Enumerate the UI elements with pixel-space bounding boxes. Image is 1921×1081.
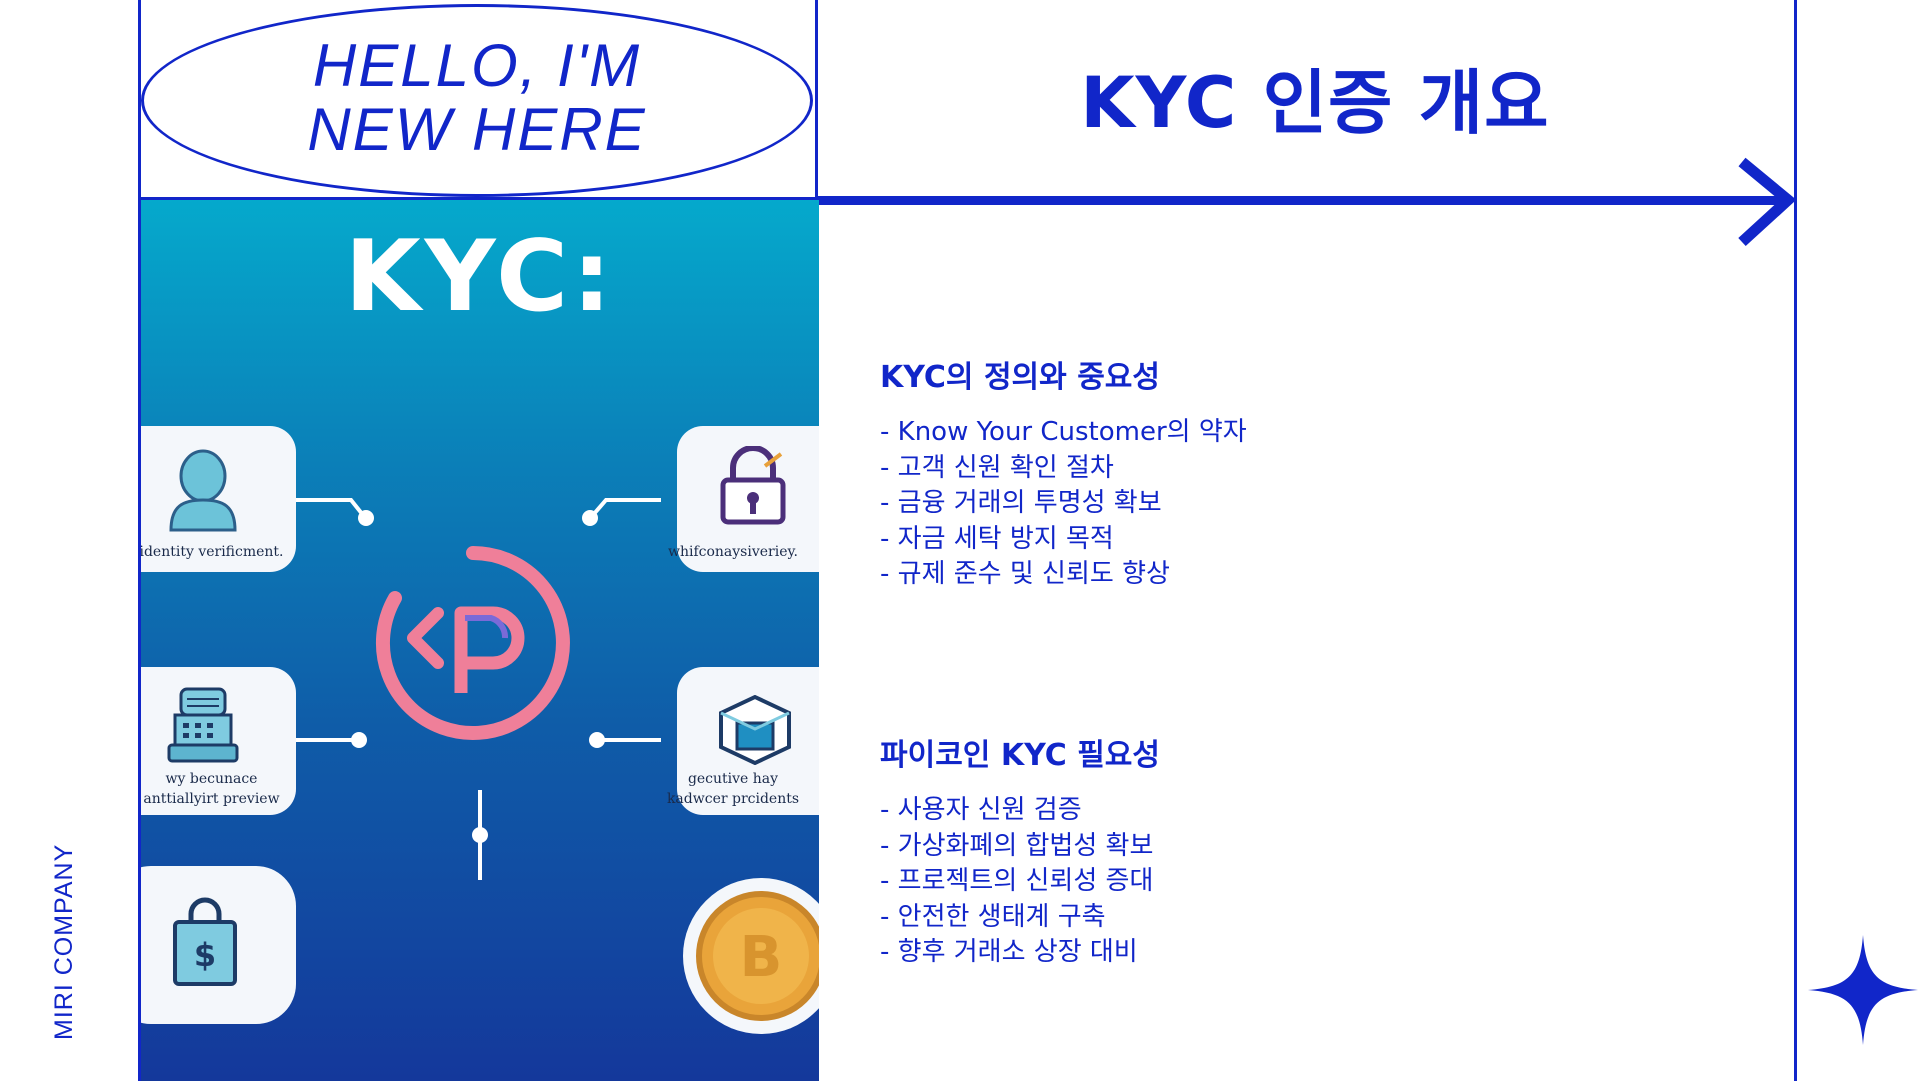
frame-line-right: [1794, 0, 1797, 1081]
svg-text:$: $: [194, 936, 216, 974]
brand-name: MIRI COMPANY: [50, 843, 78, 1040]
illustration-heading: KYC:: [344, 220, 616, 334]
card-register: wy becunace anttiallyirt preview: [141, 667, 296, 815]
hello-badge-text: HELLO, I'M NEW HERE: [141, 34, 813, 162]
hello-badge-oval: [141, 4, 813, 197]
person-icon: [169, 449, 237, 532]
card-identity-caption: identity verificment.: [141, 544, 284, 560]
list-item: - Know Your Customer의 약자: [880, 417, 1247, 447]
card-security: whifconaysiveriey.: [668, 426, 819, 572]
card-box: gecutive hay kadwcer prcidents: [667, 667, 819, 815]
section-heading-picoin-kyc: 파이코인 KYC 필요성: [880, 738, 1161, 773]
connector-wires: [291, 498, 661, 880]
card-box-caption: gecutive hay kadwcer prcidents: [666, 771, 800, 807]
arrow-right-icon: [818, 157, 1797, 247]
kyc-illustration: KYC:: [141, 200, 819, 1081]
padlock-icon: [720, 446, 786, 525]
box-icon: [719, 695, 791, 765]
frame-line-badge-bottom: [139, 197, 819, 200]
list-item: - 안전한 생태계 구축: [880, 901, 1106, 932]
card-bag: $: [141, 866, 296, 1024]
hello-badge-line2: NEW HERE: [307, 96, 647, 163]
section-heading-kyc-definition: KYC의 정의와 중요성: [880, 360, 1161, 395]
frame-line-left: [138, 0, 141, 1081]
list-item: - 프로젝트의 신뢰성 증대: [880, 866, 1154, 896]
list-item: - 금융 거래의 투명성 확보: [880, 488, 1162, 518]
card-security-caption: whifconaysiveriey.: [667, 544, 798, 560]
list-item: - 고객 신원 확인 절차: [880, 452, 1114, 483]
card-register-caption: wy becunace anttiallyirt preview: [141, 769, 304, 809]
cash-register-icon: [167, 687, 239, 763]
card-identity: identity verificment.: [141, 426, 296, 572]
card-register-caption-text: wy becunace anttiallyirt preview: [143, 771, 280, 807]
hello-badge-line1: HELLO, I'M: [312, 32, 642, 99]
bitcoin-coin-icon: B: [683, 878, 819, 1034]
shopping-bag-icon: $: [173, 897, 237, 986]
svg-text:B: B: [740, 925, 783, 990]
list-item: - 가상화폐의 합법성 확보: [880, 830, 1154, 861]
sparkle-star-icon: [1808, 935, 1918, 1045]
list-item: - 향후 거래소 상장 대비: [880, 937, 1138, 967]
section-list-kyc-definition: - Know Your Customer의 약자 - 고객 신원 확인 절차 -…: [880, 415, 1247, 593]
list-item: - 규제 준수 및 신뢰도 향상: [880, 559, 1170, 589]
list-item: - 사용자 신원 검증: [880, 795, 1082, 825]
list-item: - 자금 세탁 방지 목적: [880, 523, 1114, 554]
section-list-picoin-kyc: - 사용자 신원 검증 - 가상화폐의 합법성 확보 - 프로젝트의 신뢰성 증…: [880, 793, 1153, 971]
page-title: KYC 인증 개요: [1080, 62, 1550, 144]
pi-logo-icon: [375, 546, 570, 740]
